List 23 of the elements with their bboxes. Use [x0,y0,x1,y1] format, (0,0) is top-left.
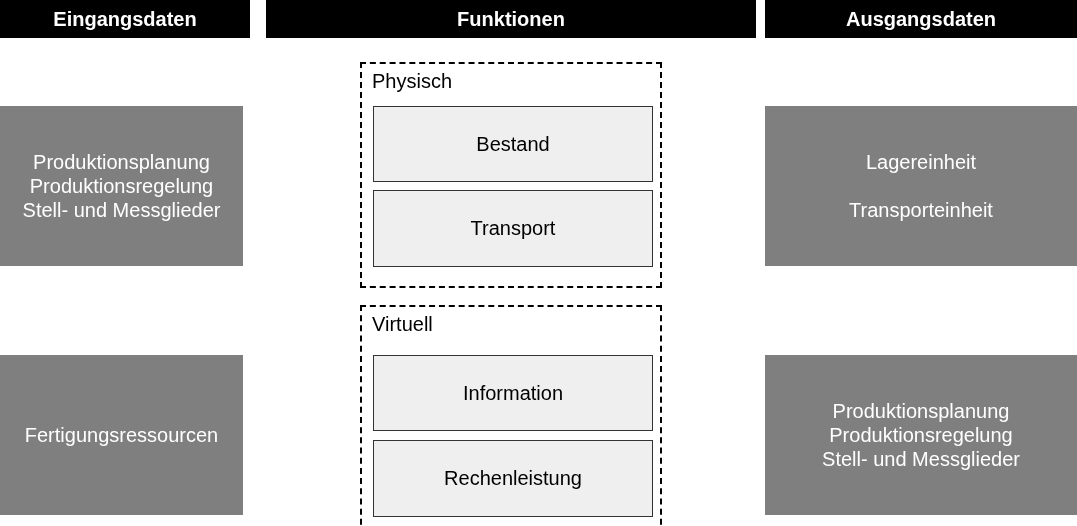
group-title: Physisch [372,70,453,93]
group-title: Virtuell [372,313,433,336]
data-box [765,355,1077,515]
column-header: Eingangsdaten [0,0,250,38]
function-box: Rechenleistung [373,440,653,517]
function-box: Information [373,355,653,431]
box-text: Lagereinheit [865,150,977,174]
box-text: Produktionsplanung [33,150,210,174]
box-text: Produktionsregelung [829,423,1013,447]
data-box [765,106,1077,266]
box-text: Produktionsplanung [832,399,1010,423]
dashed-group-box [360,62,662,288]
box-text: Produktionsregelung [29,174,214,198]
column-header: Funktionen [266,0,756,38]
function-box: Transport [373,190,653,267]
data-box: Fertigungsressourcen [0,355,243,515]
box-text: Stell- und Messglieder [22,198,221,222]
function-box: Bestand [373,106,653,182]
column-header: Ausgangsdaten [765,0,1077,38]
dashed-group-box [360,305,662,526]
box-text: Stell- und Messglieder [822,447,1020,471]
box-text: Transporteinheit [849,198,993,222]
data-box [0,106,243,266]
